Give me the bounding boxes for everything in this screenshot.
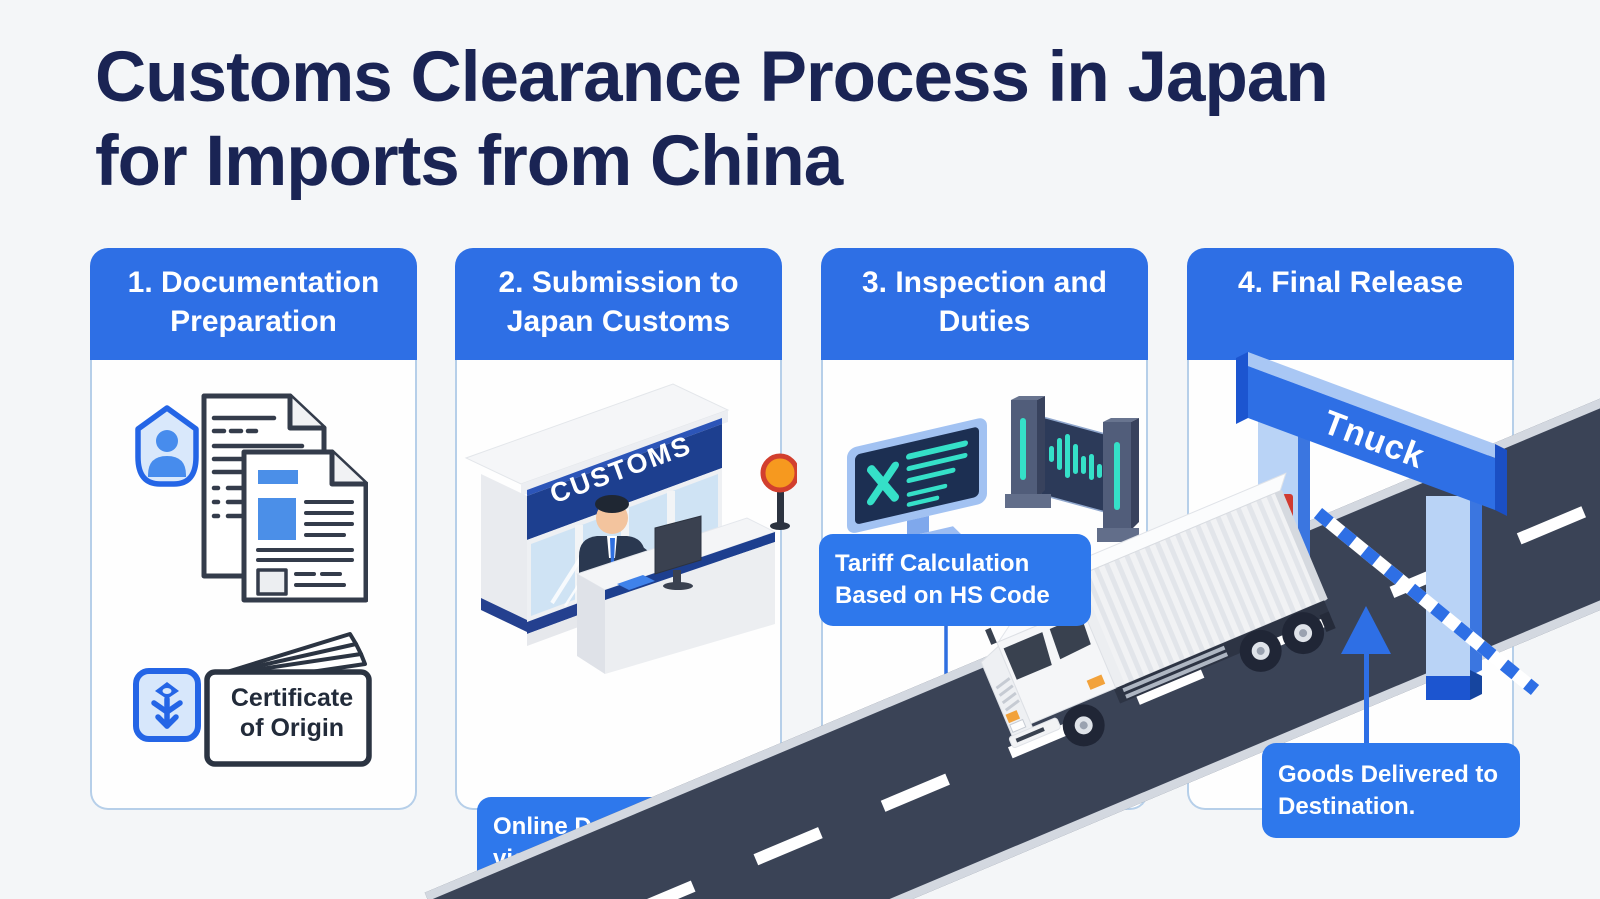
- customs-office-illustration: CUSTOMS: [464, 383, 797, 674]
- signal-lamp: [777, 486, 784, 524]
- goods-delivered-badge: Goods Delivered to Destination.: [1262, 743, 1520, 838]
- importer-profile-icon: [135, 405, 199, 487]
- shipping-documents-icon: [201, 393, 368, 603]
- step-card-2: 2. Submission to Japan Customs CUSTOMS: [455, 248, 797, 889]
- tariff-badge: Tariff Calculation Based on HS Code: [819, 534, 1091, 626]
- step-1-body: Certificate of Origin: [90, 360, 417, 810]
- customs-stamp-icon: [133, 668, 201, 742]
- inspection-monitor-icon: [847, 418, 987, 538]
- tariff-badge-label: Tariff Calculation Based on HS Code: [835, 550, 1050, 609]
- step-1-title: 1. Documentation Preparation: [127, 266, 380, 338]
- certificate-booklet-pages: [204, 632, 372, 767]
- title-line2: for Imports from China: [95, 121, 843, 201]
- barrier-arm: [1313, 507, 1540, 696]
- scanner-gate-icon: [1005, 396, 1139, 542]
- certificate-label: Certificate of Origin: [230, 684, 354, 742]
- up-arrow-icon: [1341, 606, 1391, 654]
- step-2-header: 2. Submission to Japan Customs: [455, 248, 782, 360]
- step-3-title: 3. Inspection and Duties: [861, 266, 1108, 338]
- title-line1: Customs Clearance Process in Japan: [95, 38, 1329, 117]
- step-card-1: 1. Documentation Preparation: [90, 248, 417, 810]
- goods-delivered-label: Goods Delivered to Destination.: [1278, 760, 1499, 820]
- step-1-header: 1. Documentation Preparation: [90, 248, 417, 360]
- step-2-title: 2. Submission to Japan Customs: [498, 266, 739, 338]
- step-2-body: CUSTOMS: [455, 360, 797, 889]
- truck-wheels: [1239, 612, 1325, 672]
- step-4-title: 4. Final Release: [1237, 266, 1464, 299]
- certificate-booklet-icon: Certificate of Origin: [202, 628, 374, 770]
- step-3-header: 3. Inspection and Duties: [821, 248, 1148, 360]
- up-arrow-stem: [1364, 652, 1369, 746]
- step-4-header: 4. Final Release: [1187, 248, 1514, 360]
